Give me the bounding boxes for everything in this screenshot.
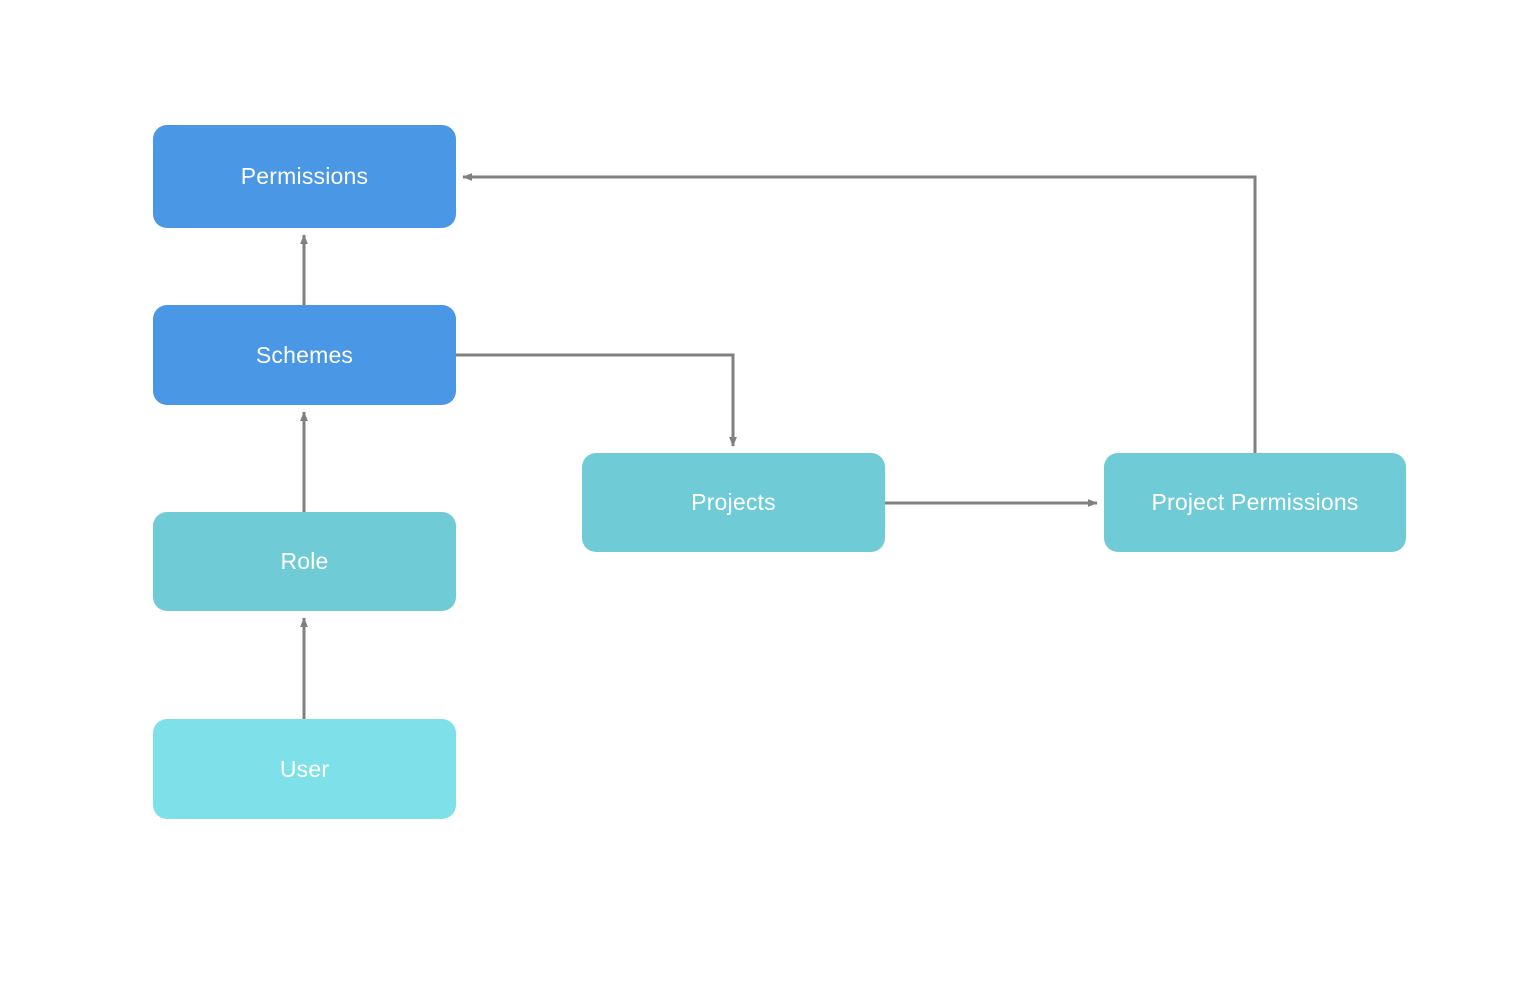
node-permissions-label: Permissions	[240, 163, 369, 189]
node-permissions[interactable]: Permissions	[153, 125, 456, 228]
node-project-permissions-label: Project Permissions	[1151, 489, 1359, 515]
node-role[interactable]: Role	[153, 512, 456, 611]
edge-schemes-to-projects	[456, 353, 737, 447]
node-schemes-label: Schemes	[255, 341, 354, 368]
node-projects-label: Projects	[691, 489, 776, 515]
node-user-label: User	[279, 755, 330, 782]
node-role-label: Role	[280, 548, 329, 574]
node-projects[interactable]: Projects	[582, 453, 885, 552]
node-project-permissions[interactable]: Project Permissions	[1104, 453, 1406, 552]
node-user[interactable]: User	[153, 719, 456, 819]
node-schemes[interactable]: Schemes	[153, 305, 456, 405]
edge-project-permissions-to-permissions	[462, 173, 1257, 453]
